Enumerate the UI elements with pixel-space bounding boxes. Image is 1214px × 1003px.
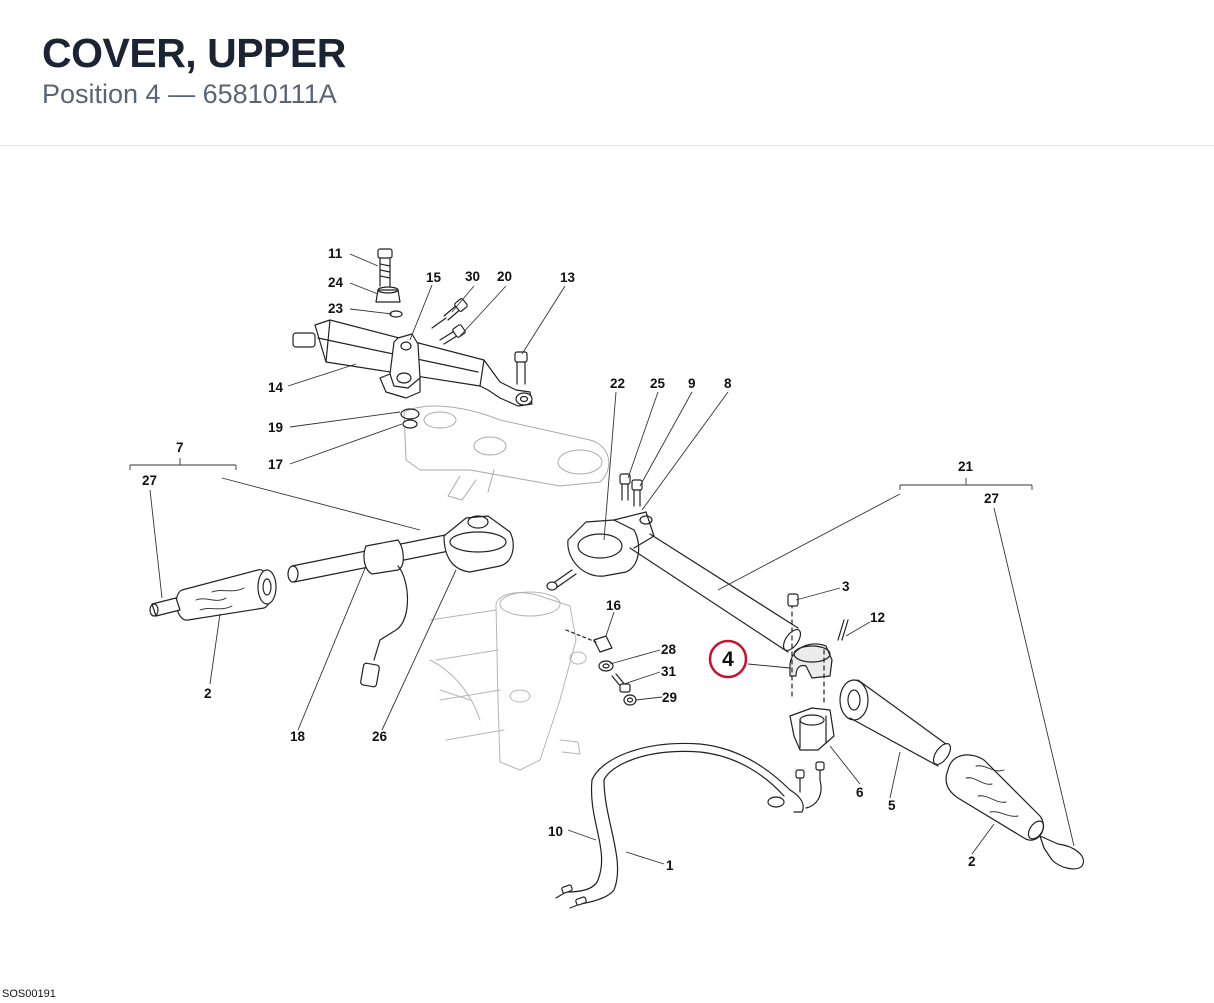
frame-lower [429, 591, 587, 771]
label-14: 14 [268, 380, 284, 395]
label-24: 24 [328, 275, 344, 290]
label-1: 1 [666, 858, 674, 873]
label-23: 23 [328, 301, 344, 316]
label-15: 15 [426, 270, 442, 285]
label-20: 20 [497, 269, 512, 284]
callout-ring [708, 639, 748, 679]
label-12: 12 [870, 610, 885, 625]
position-label: Position 4 [42, 79, 161, 109]
steering-damper [292, 248, 533, 407]
label-2-right: 2 [968, 854, 976, 869]
throttle-grip-5 [839, 679, 952, 767]
label-25: 25 [650, 376, 666, 391]
label-22: 22 [610, 376, 625, 391]
title-separator: — [168, 79, 196, 109]
label-8: 8 [724, 376, 732, 391]
label-29: 29 [662, 690, 677, 705]
label-3: 3 [842, 579, 850, 594]
callout-number: 4 [722, 648, 734, 671]
label-5: 5 [888, 798, 896, 813]
o-ring-19 [400, 408, 420, 420]
leader-lines [129, 253, 1075, 865]
right-handlebar [546, 473, 802, 653]
label-16: 16 [606, 598, 622, 613]
label-27-right: 27 [984, 491, 999, 506]
part-number: 65810111A [202, 79, 337, 109]
callout-labels: 11 24 23 15 30 20 13 14 19 17 22 25 9 8 … [142, 246, 999, 873]
page-header: COVER, UPPER Position 4 — 65810111A [0, 0, 1214, 146]
label-2-left: 2 [204, 686, 212, 701]
label-26: 26 [372, 729, 388, 744]
highlighted-callout[interactable]: 4 [708, 639, 748, 679]
diagram-canvas: 11 24 23 15 30 20 13 14 19 17 22 25 9 8 … [129, 246, 1084, 909]
label-18: 18 [290, 729, 306, 744]
assembly-axis-lines [791, 603, 825, 707]
label-13: 13 [560, 270, 576, 285]
label-11: 11 [328, 246, 343, 261]
washer-17 [402, 419, 418, 429]
label-17: 17 [268, 457, 283, 472]
cover-upper-part-4 [789, 643, 833, 679]
page-subtitle: Position 4 — 65810111A [42, 78, 337, 110]
page-title: COVER, UPPER [42, 30, 346, 76]
label-27-left: 27 [142, 473, 157, 488]
label-10: 10 [548, 824, 563, 839]
label-21: 21 [958, 459, 974, 474]
label-19: 19 [268, 420, 283, 435]
label-28: 28 [661, 642, 677, 657]
label-31: 31 [661, 664, 677, 679]
fasteners-group [565, 629, 637, 706]
throttle-cables [555, 742, 825, 909]
upper-triple-clamp [403, 405, 610, 501]
label-9: 9 [688, 376, 696, 391]
bolt-3 [787, 593, 799, 607]
left-handlebar [149, 515, 514, 688]
exploded-parts-diagram: 11 24 23 15 30 20 13 14 19 17 22 25 9 8 … [0, 147, 1214, 987]
pin-12 [837, 619, 849, 641]
label-6: 6 [856, 785, 864, 800]
label-30: 30 [465, 269, 480, 284]
lower-clamp-6 [789, 707, 835, 751]
drawing-code: SOS00191 [2, 988, 56, 1000]
right-grip-2 [945, 754, 1084, 870]
label-7: 7 [176, 440, 184, 455]
